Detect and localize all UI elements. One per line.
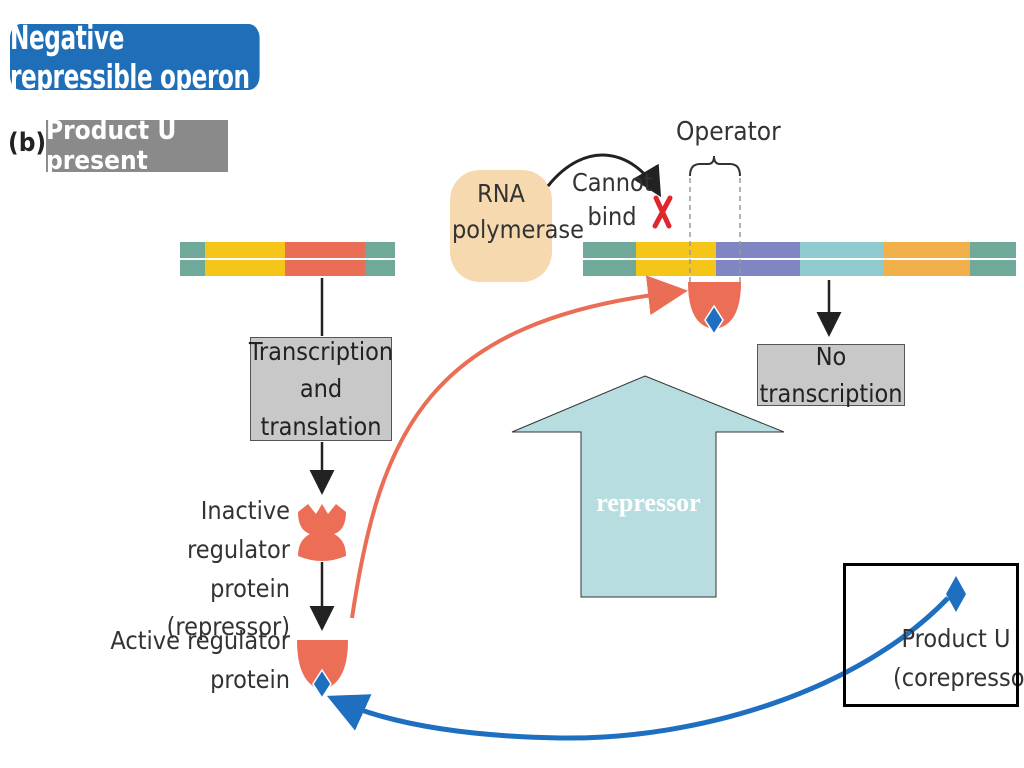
active-regulator-label: Active regulator protein bbox=[106, 622, 290, 700]
cannot-bind-line2: bind bbox=[587, 201, 637, 231]
bound-repressor bbox=[688, 282, 741, 336]
transcription-box: Transcription and translation bbox=[249, 337, 393, 441]
rna-polymerase-line1: RNA bbox=[477, 179, 525, 208]
binding-arrow bbox=[350, 275, 688, 619]
product-u-line1: Product U bbox=[901, 624, 1011, 653]
page-title: Negative repressible operon bbox=[10, 18, 260, 96]
operator-bracket bbox=[689, 155, 741, 290]
inactive-regulator-label: Inactive regulator protein (repressor) bbox=[106, 492, 290, 647]
corepressor-arrow bbox=[326, 596, 950, 741]
rna-polymerase-line2: polymerase bbox=[452, 215, 584, 245]
panel-title: Product U present bbox=[46, 116, 228, 176]
product-u-highlight-box bbox=[843, 563, 1019, 707]
operon-dna bbox=[583, 242, 1016, 276]
transcription-line1: Transcription bbox=[248, 336, 394, 366]
regulator-gene-dna bbox=[180, 242, 395, 276]
cross-icon bbox=[652, 195, 673, 229]
no-transcription-box: No transcription bbox=[757, 342, 905, 408]
inactive-repressor bbox=[298, 504, 346, 561]
rna-polymerase bbox=[450, 170, 552, 282]
rna-polymerase-label: RNA polymerase bbox=[452, 176, 584, 249]
active-repressor bbox=[297, 640, 348, 700]
corepressor-icon bbox=[946, 576, 966, 612]
cannot-bind-arrow bbox=[546, 153, 662, 198]
active-line1: Active regulator bbox=[110, 626, 290, 655]
cannot-bind-line1: Cannot bbox=[572, 168, 653, 197]
operator-label: Operator bbox=[676, 117, 781, 147]
big-up-arrow bbox=[511, 375, 785, 598]
inactive-line1: Inactive regulator bbox=[187, 496, 290, 564]
inactive-line2: protein (repressor) bbox=[166, 573, 290, 642]
no-transcription-label: No transcription bbox=[759, 341, 903, 409]
active-line2: protein bbox=[210, 664, 290, 694]
cannot-bind-label: Cannot bind bbox=[572, 166, 653, 234]
big-arrow-label: repressor bbox=[596, 488, 701, 517]
panel-letter: (b) bbox=[8, 128, 47, 158]
transcription-line2: and translation bbox=[260, 374, 382, 441]
